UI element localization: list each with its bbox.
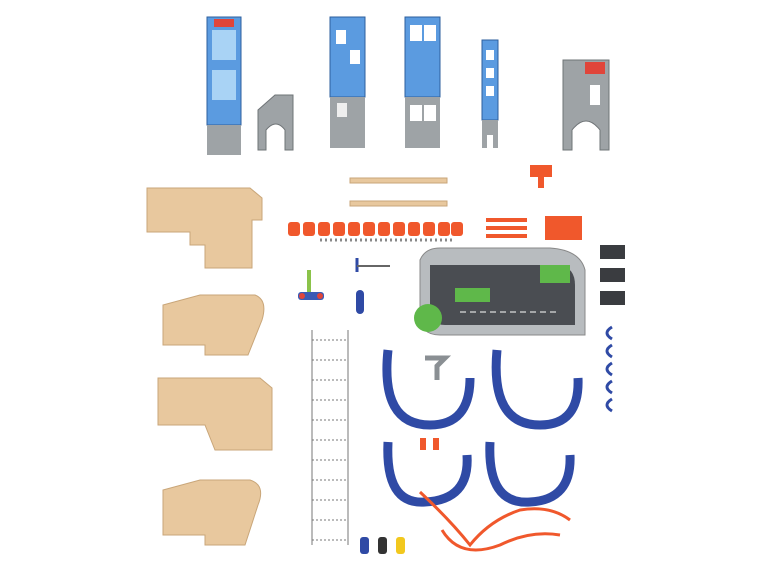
red-connectors-row xyxy=(288,222,463,236)
toy-car-yellow xyxy=(396,537,405,554)
red-flex-track xyxy=(418,490,571,548)
garage-base xyxy=(414,247,586,336)
wood-floor-panel xyxy=(157,377,273,451)
tower-blue-2 xyxy=(329,16,366,148)
helipad-figure xyxy=(298,270,324,300)
gray-support xyxy=(425,355,452,380)
wood-strip xyxy=(349,200,448,207)
red-lift-stem xyxy=(538,177,544,188)
tower-gray xyxy=(562,59,610,151)
blue-curve-track xyxy=(485,441,575,507)
red-bars xyxy=(486,218,527,238)
dark-clips xyxy=(600,245,625,305)
blue-curve-track xyxy=(383,441,472,507)
ladder-track xyxy=(311,330,349,545)
crank-handle xyxy=(355,258,390,272)
toy-car-dark xyxy=(378,537,387,554)
red-block xyxy=(545,216,582,240)
wood-floor-panel xyxy=(162,479,262,546)
wood-floor-panel xyxy=(146,187,263,269)
blue-link xyxy=(356,290,364,314)
arch-piece xyxy=(257,94,294,151)
wood-floor-panel xyxy=(162,294,265,356)
tower-blue-3 xyxy=(404,16,441,148)
wood-strip xyxy=(349,177,448,184)
tower-tall-blue xyxy=(206,16,242,155)
blue-curve-track xyxy=(491,349,583,430)
toy-car-blue xyxy=(360,537,369,554)
blue-clips xyxy=(605,325,613,413)
red-connectors xyxy=(420,438,439,450)
red-lift-part xyxy=(530,165,552,177)
red-flex-track xyxy=(440,529,561,552)
tower-narrow xyxy=(481,39,499,148)
blue-curve-track xyxy=(382,349,475,430)
